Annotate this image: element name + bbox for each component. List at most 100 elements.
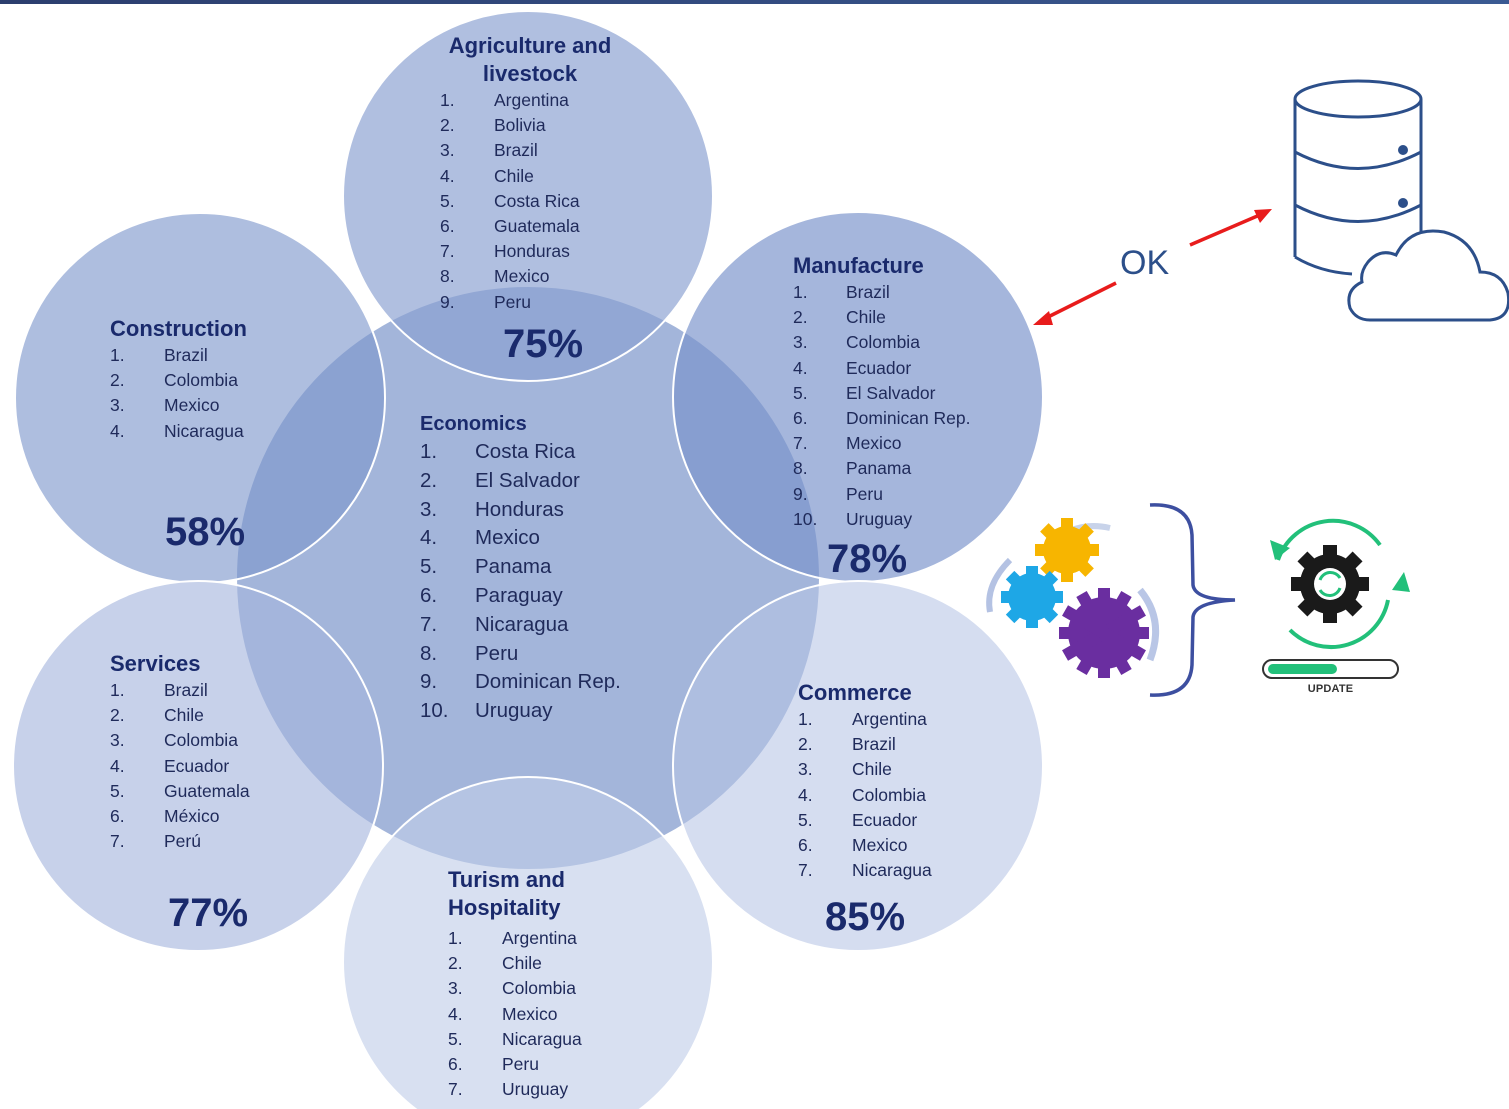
list-item-number: 7. — [793, 433, 808, 454]
list-item-text: México — [164, 806, 220, 827]
list-item-number: 5. — [793, 382, 808, 403]
update-progress-fill — [1268, 664, 1337, 674]
commerce-title: Commerce — [798, 680, 912, 705]
list-item-text: Uruguay — [846, 508, 913, 529]
list-item-number: 9. — [793, 483, 808, 504]
list-item-text: Ecuador — [852, 809, 918, 830]
list-item-text: Chile — [846, 307, 886, 328]
list-item-text: Mexico — [852, 835, 908, 856]
list-item-text: Chile — [164, 705, 204, 726]
list-item-number: 2. — [110, 705, 125, 726]
list-item-number: 2. — [798, 734, 813, 755]
construction-list-item: 4.Nicaragua — [110, 419, 247, 444]
commerce-list-item: 1.Argentina — [798, 707, 932, 732]
list-item-text: Mexico — [494, 266, 550, 287]
list-item-number: 5. — [448, 1028, 463, 1049]
list-item-text: Colombia — [164, 730, 238, 751]
list-item-text: Dominican Rep. — [475, 670, 621, 694]
list-item-number: 4. — [798, 784, 813, 805]
economics-list-item: 6. Paraguay — [420, 582, 621, 611]
list-item-text: Colombia — [852, 784, 926, 805]
list-item-text: Nicaragua — [852, 860, 932, 881]
economics-list-item: 3.Honduras — [420, 496, 621, 525]
list-item-text: Panama — [475, 555, 552, 579]
agriculture-list-item: 2. Bolivia — [440, 113, 640, 138]
list-item-number: 10. — [420, 699, 449, 723]
list-item-text: Costa Rica — [494, 190, 580, 211]
list-item-text: Colombia — [164, 370, 238, 391]
list-item-text: Costa Rica — [475, 440, 576, 463]
commerce-list-item: 7.Nicaragua — [798, 858, 932, 883]
list-item-text: Peru — [494, 291, 531, 312]
economics-list-item: 9. Dominican Rep. — [420, 668, 621, 697]
agriculture-list-item: 4.Chile — [440, 164, 640, 189]
ok-label: OK — [1120, 244, 1170, 282]
list-item-text: Brazil — [164, 345, 208, 365]
list-item-number: 6. — [793, 408, 808, 429]
services-list-item: 4.Ecuador — [110, 754, 250, 779]
list-item-number: 6. — [420, 583, 438, 607]
manufacture-list-item: 9. Peru — [793, 482, 971, 507]
agriculture-list-item: 8.Mexico — [440, 264, 640, 289]
tourism-list-item: 1.Argentina — [448, 926, 582, 951]
list-item-text: Ecuador — [846, 357, 912, 378]
list-item-text: Nicaragua — [164, 420, 244, 441]
manufacture-list-item: 10.Uruguay — [793, 507, 971, 532]
list-item-text: Panama — [846, 458, 912, 479]
list-item-text: Nicaragua — [475, 612, 569, 636]
list-item-number: 4. — [793, 357, 808, 378]
services-list-item: 2. Chile — [110, 703, 250, 728]
list-item-number: 5. — [440, 190, 455, 211]
agriculture-list-item: 1.Argentina — [440, 88, 640, 113]
economics-list-item: 2. El Salvador — [420, 467, 621, 496]
list-item-number: 6. — [440, 216, 455, 237]
list-item-text: Brazil — [164, 680, 208, 700]
agriculture-list-item: 6. Guatemala — [440, 214, 640, 239]
services-list-item: 1. Brazil — [110, 678, 250, 703]
list-item-text: Guatemala — [494, 216, 580, 237]
commerce-percent: 85% — [824, 895, 906, 939]
agriculture-list-item: 7.Honduras — [440, 239, 640, 264]
list-item-number: 1. — [793, 282, 808, 302]
construction-list-item: 2.Colombia — [110, 368, 247, 393]
double-arrow-icon — [1033, 209, 1272, 325]
list-item-number: 5. — [420, 555, 438, 579]
list-item-text: El Salvador — [475, 468, 580, 492]
services-list-item: 5. Guatemala — [110, 779, 250, 804]
list-item-number: 2. — [440, 115, 455, 136]
list-item-number: 2. — [420, 468, 438, 492]
agriculture-list-item: 3.Brazil — [440, 138, 640, 163]
list-item-text: Chile — [502, 953, 542, 974]
top-bar — [0, 0, 1509, 4]
list-item-number: 1. — [798, 709, 813, 729]
list-item-text: Nicaragua — [502, 1028, 582, 1049]
list-item-number: 5. — [110, 780, 125, 801]
manufacture-list-item: 7.Mexico — [793, 431, 971, 456]
manufacture-list-item: 3.Colombia — [793, 330, 971, 355]
list-item-number: 1. — [110, 345, 125, 365]
list-item-number: 1. — [110, 680, 125, 700]
list-item-text: Guatemala — [164, 780, 250, 801]
list-item-text: El Salvador — [846, 382, 936, 403]
list-item-text: Peru — [475, 641, 519, 665]
update-label: UPDATE — [1307, 683, 1354, 695]
curly-brace-icon — [1149, 503, 1236, 697]
manufacture-title: Manufacture — [793, 253, 924, 278]
list-item-text: Peru — [846, 483, 883, 504]
list-item-number: 6. — [798, 835, 813, 856]
list-item-number: 9. — [420, 670, 438, 694]
list-item-number: 3. — [420, 497, 438, 521]
construction-percent: 58% — [164, 510, 246, 554]
list-item-text: Perú — [164, 831, 201, 852]
list-item-text: Peru — [502, 1054, 539, 1075]
list-item-text: Bolivia — [494, 115, 546, 136]
list-item-text: Paraguay — [475, 583, 563, 607]
